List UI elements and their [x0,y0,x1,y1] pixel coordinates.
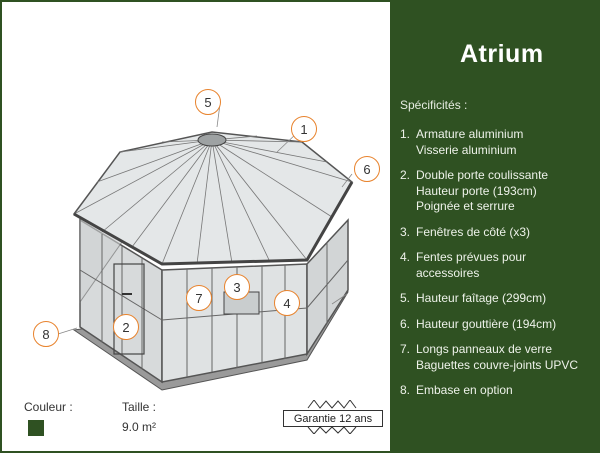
spec-number: 6. [400,316,411,331]
spec-number: 4. [400,250,411,264]
spec-item: 7. Longs panneaux de verre Baguettes cou… [400,342,598,373]
spec-list: 1. Armature aluminium Visserie aluminium… [400,127,598,409]
taille-label: Taille : [122,400,157,414]
illustration-area: 5 1 6 7 3 4 2 8 Couleur : Taille : 9.0 m… [0,0,390,453]
spec-item: 5. Hauteur faîtage (299cm) [400,291,598,307]
spec-line: Armature aluminium [416,127,524,141]
warranty-badge-text: Garantie 12 ans [283,410,383,427]
spec-number: 7. [400,342,411,356]
color-swatch [28,420,44,436]
spec-line: Visserie aluminium [416,142,517,157]
spec-item: 4. Fentes prévues pour accessoires [400,250,598,281]
spec-line: Poignée et serrure [416,199,515,213]
spec-number: 1. [400,127,411,141]
spec-item: 2. Double porte coulissante Hauteur port… [400,168,598,215]
callout-8: 8 [33,321,59,347]
callout-2: 2 [113,314,139,340]
spec-item: 6. Hauteur gouttière (194cm) [400,317,598,333]
spec-line: Fentes prévues pour [416,250,527,264]
warranty-badge: Garantie 12 ans [278,400,388,434]
spec-line: Longs panneaux de verre [416,342,553,356]
spec-line: Hauteur gouttière (194cm) [416,316,557,331]
spec-heading: Spécificités : [400,98,468,112]
callout-1: 1 [291,116,317,142]
spec-panel: Atrium Spécificités : 1. Armature alumin… [390,0,600,453]
spec-item: 8. Embase en option [400,383,598,399]
spec-number: 2. [400,168,411,182]
spec-item: 3. Fenêtres de côté (x3) [400,225,598,241]
spec-item: 1. Armature aluminium Visserie aluminium [400,127,598,158]
callout-7: 7 [186,285,212,311]
callout-5: 5 [195,89,221,115]
greenhouse-illustration [57,103,354,391]
product-title: Atrium [460,40,544,68]
spec-number: 3. [400,224,411,239]
taille-value: 9.0 m² [122,420,157,434]
couleur-label: Couleur : [24,400,73,414]
spec-number: 8. [400,383,411,397]
callout-3: 3 [224,274,250,300]
starburst-icon [307,400,357,434]
spec-line: Hauteur porte (193cm) [416,183,537,198]
spec-number: 5. [400,291,411,305]
callout-4: 4 [274,290,300,316]
spec-line: Double porte coulissante [416,168,549,182]
spec-line: Fenêtres de côté (x3) [416,224,531,239]
spec-line: Embase en option [416,383,513,397]
spec-line: accessoires [416,265,480,280]
spec-line: Hauteur faîtage (299cm) [416,291,547,305]
callout-6: 6 [354,156,380,182]
spec-line: Baguettes couvre-joints UPVC [416,357,579,372]
